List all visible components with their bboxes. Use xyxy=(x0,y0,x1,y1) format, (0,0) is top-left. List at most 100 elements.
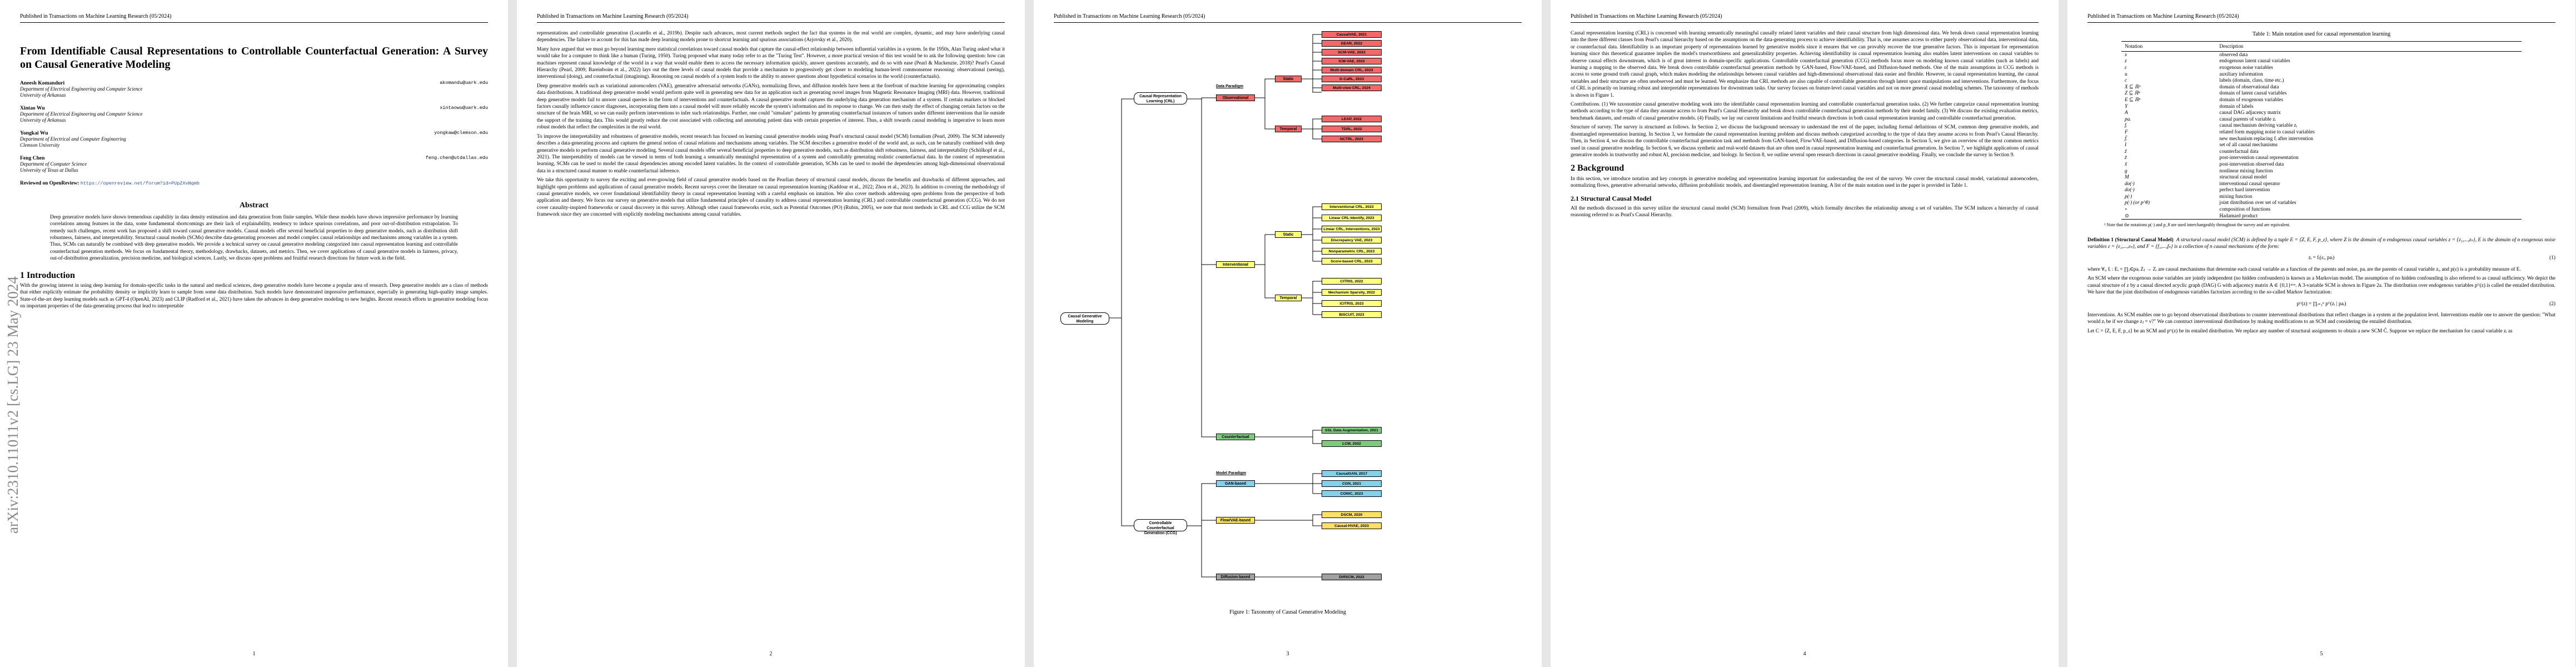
notation-cell: ε xyxy=(2125,64,2127,70)
running-header: Published in Transactions on Machine Lea… xyxy=(1571,13,1722,19)
taxonomy-leaf: Multi-domain CRL, 2023 xyxy=(1322,67,1382,73)
table-row: g nonlinear mixing function xyxy=(2121,168,2522,175)
description-cell: interventional causal operator xyxy=(2219,180,2280,186)
page-4: Published in Transactions on Machine Lea… xyxy=(1551,0,2059,667)
author-list: Aneesh Komanduri Department of Electrica… xyxy=(20,80,488,173)
table-row: x̃ post-intervention observed data xyxy=(2121,161,2522,168)
taxonomy-leaf: Causal-HVAE, 2023 xyxy=(1322,522,1382,529)
table-row: do(·) perfect hard intervention xyxy=(2121,187,2522,193)
author-affiliation: Department of Computer Science xyxy=(20,161,87,167)
notation-cell: f̃ᵢ xyxy=(2125,135,2127,141)
taxonomy-leaf: Discrepancy VAE, 2023 xyxy=(1322,237,1382,243)
table-row: z̃ post-intervention causal representati… xyxy=(2121,155,2522,161)
taxonomy-leaf: CITRIS, 2022 xyxy=(1322,278,1382,285)
description-cell: nonlinear mixing function xyxy=(2219,167,2273,173)
paragraph: An SCM where the exogenous noise variabl… xyxy=(2087,276,2555,296)
description-cell: labels (domain, class, time etc.) xyxy=(2219,77,2284,83)
node-diffusion-based: Diffusion-based xyxy=(1216,574,1255,580)
intro-text: With the growing interest in using deep … xyxy=(20,283,488,310)
page-4-body: Causal representation learning (CRL) is … xyxy=(1571,30,2039,221)
node-interventional: Interventional xyxy=(1216,261,1255,268)
paragraph: representations and controllable generat… xyxy=(537,31,1005,43)
author-email[interactable]: feng.chen@utdallas.edu xyxy=(425,155,488,161)
author-name: Yongkai Wu xyxy=(20,130,48,136)
paragraph: where ∀ᵢ, fᵢ : Eᵢ × ∏ⱼ∈paᵢ Zⱼ → Zᵢ are c… xyxy=(2087,266,2521,272)
description-cell: mixing function xyxy=(2219,193,2253,199)
author-email[interactable]: yongkaw@clemson.edu xyxy=(434,130,488,136)
equation-2: pᴳ(z) = ∏ᵢ₌₁ⁿ pᴳ(zᵢ | paᵢ)(2) xyxy=(2296,301,2555,307)
notation-cell: c xyxy=(2125,77,2127,83)
author-block: Xintao Wu Department of Electrical Engin… xyxy=(20,105,488,123)
author-email[interactable]: xintaowu@uark.edu xyxy=(440,105,488,111)
running-header: Published in Transactions on Machine Lea… xyxy=(1054,13,1205,19)
notation-cell: I xyxy=(2125,142,2127,148)
page-number: 1 xyxy=(252,651,256,657)
node-temporal: Temporal xyxy=(1275,126,1302,132)
description-cell: observed data xyxy=(2219,51,2248,57)
taxonomy-leaf: G-CaRL, 2023 xyxy=(1322,76,1382,82)
node-ccg: Controllable Counterfactual Generation (… xyxy=(1134,519,1187,535)
notation-cell: F xyxy=(2125,128,2128,135)
page-5: Published in Transactions on Machine Lea… xyxy=(2067,0,2575,667)
table-header-notation: Notation xyxy=(2121,41,2216,52)
author-name: Feng Chen xyxy=(20,155,45,161)
description-cell: set of all causal mechanisms xyxy=(2219,142,2278,148)
author-block: Aneesh Komanduri Department of Electrica… xyxy=(20,80,488,98)
taxonomy-leaf: DSCM, 2020 xyxy=(1322,511,1382,518)
page-1: Published in Transactions on Machine Lea… xyxy=(0,0,508,667)
notation-cell: g xyxy=(2125,167,2127,173)
definition: Definition 1 (Structural Causal Model) A… xyxy=(2087,237,2555,250)
node-temporal: Temporal xyxy=(1275,295,1302,301)
table-row: fᵢ causal mechanism deriving variable zᵢ xyxy=(2121,122,2522,129)
notation-cell: p(·) xyxy=(2125,193,2132,199)
node-observational: Observational xyxy=(1216,94,1255,101)
author-name: Xintao Wu xyxy=(20,105,45,111)
page-3: Published in Transactions on Machine Lea… xyxy=(1034,0,1542,667)
openreview-link[interactable]: https://openreview.net/forum?id=PUpZXvNq… xyxy=(80,181,200,186)
notation-cell: fᵢ xyxy=(2125,122,2127,128)
description-cell: exogenous noise variables xyxy=(2219,64,2273,70)
notation-cell: z̃ xyxy=(2125,148,2127,154)
table-row: ∘ composition of functions xyxy=(2121,206,2522,213)
notation-cell: E ⊆ ℝⁿ xyxy=(2125,96,2141,102)
taxonomy-leaf: SCM-VAE, 2022 xyxy=(1322,49,1382,56)
description-cell: causal parents of variable zᵢ xyxy=(2219,116,2276,122)
paragraph: Many have argued that we must go beyond … xyxy=(537,46,1005,80)
description-cell: joint distribution over set of variables xyxy=(2219,200,2296,206)
taxonomy-leaf: BISCUIT, 2023 xyxy=(1322,311,1382,318)
author-email[interactable]: akomandu@uark.edu xyxy=(440,80,488,86)
table-row: A causal DAG adjacency matrix xyxy=(2121,109,2522,116)
description-cell: causal mechanism deriving variable zᵢ xyxy=(2219,122,2298,128)
paragraph: We take this opportunity to survey the e… xyxy=(537,177,1005,218)
running-header: Published in Transactions on Machine Lea… xyxy=(537,13,689,19)
node-crl: Causal Representation Learning (CRL) xyxy=(1134,92,1187,104)
description-cell: perfect hard intervention xyxy=(2219,187,2270,193)
table-row: ⊙ Hadamard product xyxy=(2121,212,2522,220)
description-cell: domain of latent causal variables xyxy=(2219,90,2287,96)
notation-cell: Y xyxy=(2125,103,2128,109)
section-heading-background: 2 Background xyxy=(1571,163,1625,173)
node-flow-vae-based: Flow/VAE-based xyxy=(1216,517,1255,524)
table-row: p(·) mixing function xyxy=(2121,193,2522,200)
table-row: paᵢ causal parents of variable zᵢ xyxy=(2121,116,2522,123)
taxonomy-leaf: Nonparametric CRL, 2023 xyxy=(1322,248,1382,255)
label-data-paradigm: Data Paradigm xyxy=(1216,84,1244,88)
author-institution: Clemson University xyxy=(20,142,60,148)
table-row: E ⊆ ℝⁿ domain of exogenous variables xyxy=(2121,97,2522,103)
equation-1: zᵢ = fᵢ(εᵢ, paᵢ)(1) xyxy=(2308,255,2555,261)
notation-cell: z̃ xyxy=(2125,155,2127,161)
description-cell: counterfactual data xyxy=(2219,148,2259,154)
node-static: Static xyxy=(1275,231,1302,238)
review-line: Reviewed on OpenReview: https://openrevi… xyxy=(20,181,200,186)
paragraph: Let C = ⟨Z, E, F, p_ε⟩ be an SCM and pᴳ(… xyxy=(2087,328,2513,334)
notation-cell: Z ⊆ ℝⁿ xyxy=(2125,90,2140,96)
header-rule xyxy=(20,22,488,23)
taxonomy-leaf: CONIC, 2023 xyxy=(1322,490,1382,497)
paragraph: To improve the interpretability and robu… xyxy=(537,133,1005,174)
node-gan-based: GAN-based xyxy=(1216,480,1255,487)
table-row: I set of all causal mechanisms xyxy=(2121,142,2522,148)
paragraph: All the methods discussed in this survey… xyxy=(1571,205,2039,218)
author-affiliation: Department of Electrical Engineering and… xyxy=(20,111,143,117)
taxonomy-leaf: CausalGAN, 2017 xyxy=(1322,470,1382,477)
taxonomy-leaf: NCTRL, 2023 xyxy=(1322,136,1382,142)
